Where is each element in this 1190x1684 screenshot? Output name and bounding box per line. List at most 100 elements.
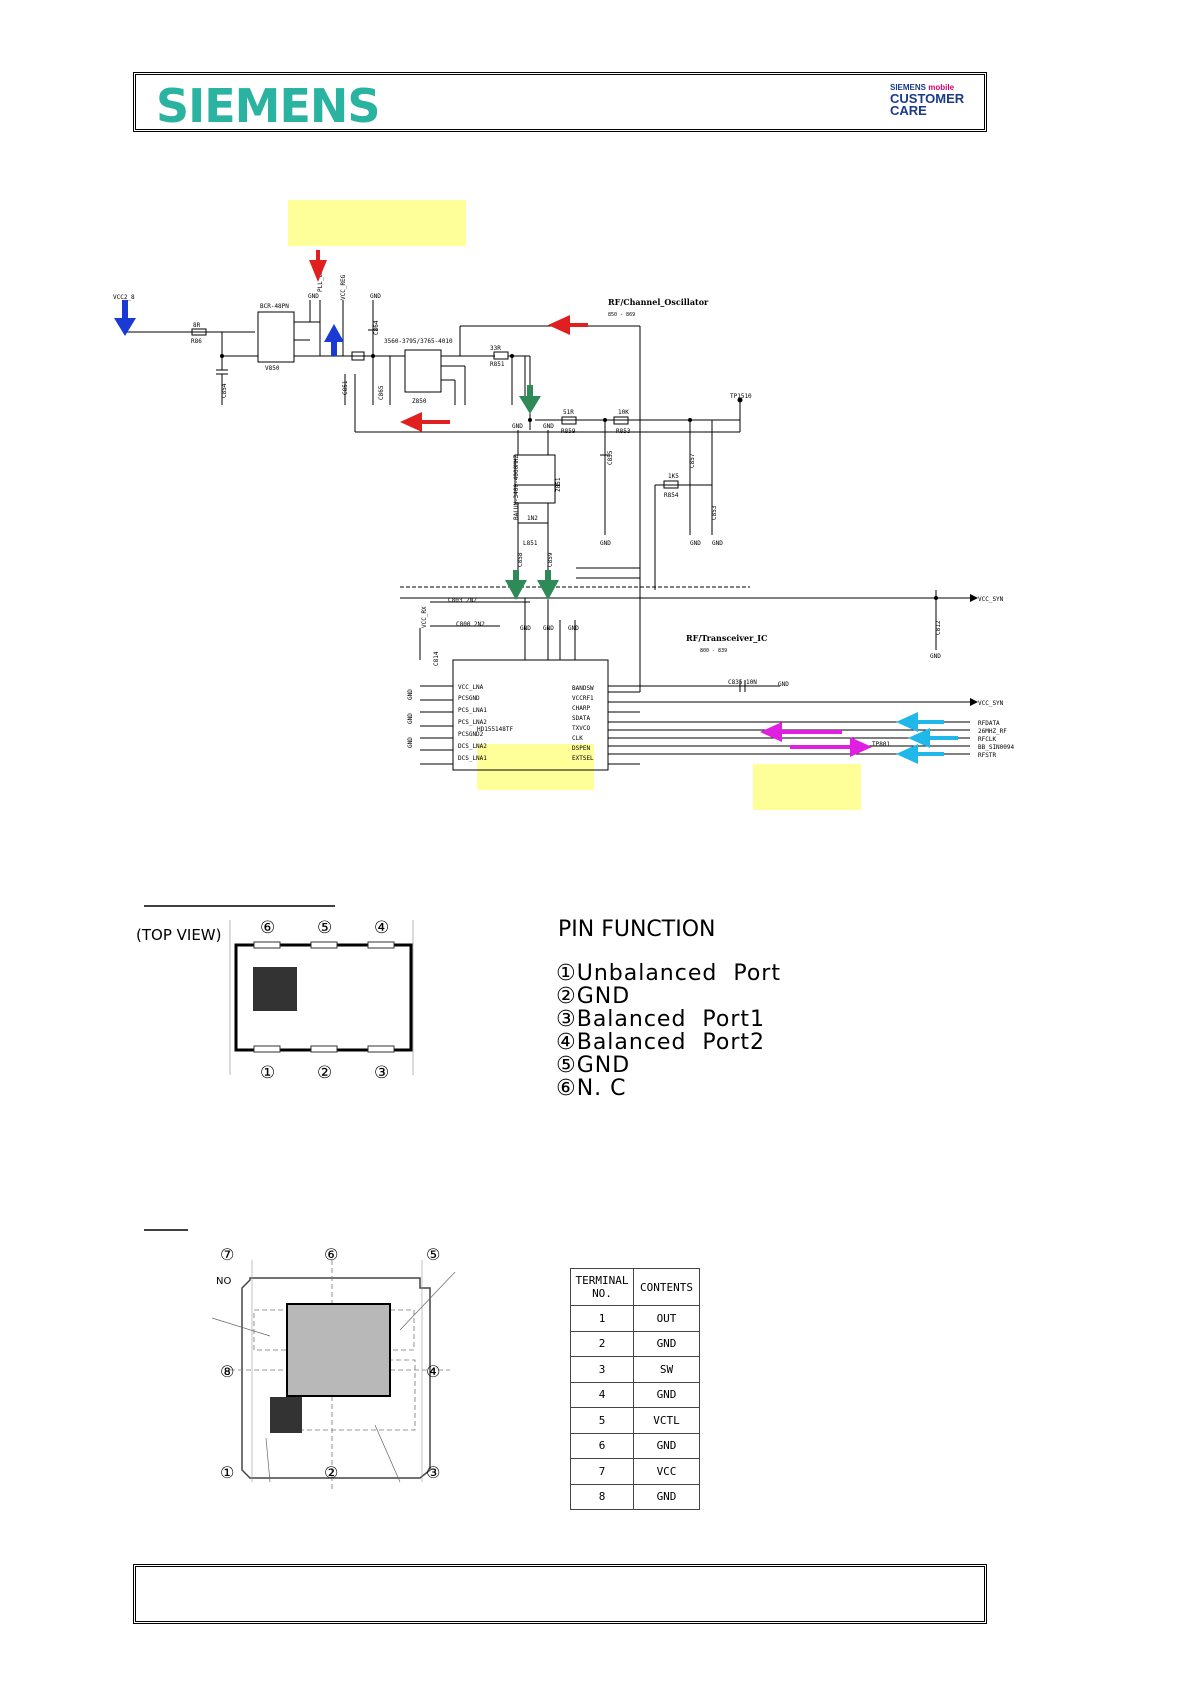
pin-4-label: ④ (374, 918, 389, 938)
svg-text:BALUN-3400-4000MHZ: BALUN-3400-4000MHZ (513, 455, 520, 520)
svg-text:Z850: Z850 (412, 398, 427, 405)
rf-schematic: RF/Channel_Oscillator 850 - 869 RF/Trans… (113, 250, 1015, 771)
svg-text:BCR-48PN: BCR-48PN (260, 303, 289, 310)
vco-pin-6: ⑥ (324, 1245, 338, 1264)
svg-text:VCC_SYN: VCC_SYN (978, 596, 1004, 603)
svg-text:33R: 33R (490, 345, 501, 352)
label-box-ic (477, 744, 594, 790)
svg-text:C803 2N2: C803 2N2 (448, 597, 477, 604)
svg-text:HD155148TF: HD155148TF (477, 726, 514, 733)
svg-text:RFCLK: RFCLK (978, 736, 996, 743)
svg-text:GND: GND (407, 689, 414, 700)
svg-text:3560-3795/3765-4010: 3560-3795/3765-4010 (384, 338, 453, 345)
svg-text:RFDATA: RFDATA (978, 720, 1000, 727)
svg-text:V850: V850 (265, 365, 280, 372)
svg-text:DCS_LNA1: DCS_LNA1 (458, 755, 487, 762)
svg-text:Z851: Z851 (555, 477, 562, 492)
red-arrow-return (400, 412, 450, 432)
svg-text:BB_SIN0094: BB_SIN0094 (978, 744, 1015, 751)
svg-text:RF/Transceiver_IC: RF/Transceiver_IC (686, 633, 767, 643)
svg-text:CHARP: CHARP (572, 705, 590, 712)
svg-text:C854: C854 (221, 383, 228, 398)
page-footer (133, 1564, 987, 1624)
label-box-signals (753, 764, 861, 810)
svg-text:R853: R853 (616, 428, 631, 435)
svg-text:PCSGND: PCSGND (458, 695, 480, 702)
pin-function-item: ⑤GND (556, 1053, 631, 1078)
blue-arrow-vcc-reg (324, 324, 344, 356)
pin-5-label: ⑤ (317, 918, 332, 938)
magenta-arrow-left (760, 722, 842, 742)
green-arrow-ic-1 (505, 570, 527, 600)
svg-text:EXTSEL: EXTSEL (572, 755, 594, 762)
vco-pin-4: ④ (426, 1362, 440, 1381)
svg-text:DCS_LNA2: DCS_LNA2 (458, 743, 487, 750)
svg-text:RFSTR: RFSTR (978, 752, 996, 759)
svg-text:VCC_REG: VCC_REG (340, 274, 347, 300)
svg-text:GND: GND (520, 625, 531, 632)
badge-line2: CARE (890, 103, 927, 118)
svg-text:VCC_LNA: VCC_LNA (458, 684, 484, 691)
pin-1-label: ① (260, 1063, 275, 1083)
pin-function-item: ②GND (556, 984, 631, 1009)
svg-text:PLL_ON: PLL_ON (317, 270, 324, 292)
pin1-marker (253, 967, 297, 1011)
svg-text:C851: C851 (342, 380, 349, 395)
vco-pin-5: ⑤ (426, 1245, 440, 1264)
svg-text:L851: L851 (523, 540, 538, 547)
page-header: SIEMENS SIEMENS mobile CUSTOMER CARE (133, 72, 987, 133)
vco-body (286, 1303, 391, 1397)
svg-text:TP1510: TP1510 (730, 393, 752, 400)
svg-text:10K: 10K (618, 409, 629, 416)
vco-pin-1: ① (220, 1463, 234, 1482)
svg-text:VCC_SYN: VCC_SYN (978, 700, 1004, 707)
vco-package-drawing: ⑦ ⑥ ⑤ ⑧ ④ ① ② ③ NO (144, 1229, 456, 1490)
badge-line1: CUSTOMER (890, 91, 965, 106)
svg-text:VCCRF1: VCCRF1 (572, 695, 594, 702)
svg-text:GND: GND (407, 737, 414, 748)
svg-text:GND: GND (543, 625, 554, 632)
label-box-top (288, 200, 466, 246)
svg-text:SDATA: SDATA (572, 715, 590, 722)
svg-text:VCC_RX: VCC_RX (421, 606, 428, 628)
svg-text:C857: C857 (689, 453, 696, 468)
red-arrow-feedback (548, 315, 588, 335)
svg-text:GND: GND (930, 653, 941, 660)
svg-text:RF/Channel_Oscillator: RF/Channel_Oscillator (608, 297, 709, 307)
svg-text:VCC2_8: VCC2_8 (113, 294, 135, 301)
header-contents: CONTENTS (633, 1268, 700, 1306)
pin-function-item: ③Balanced Port1 (556, 1007, 766, 1032)
pin-6-label: ⑥ (260, 918, 275, 938)
svg-text:BANDSW: BANDSW (572, 685, 594, 692)
badge-mobile: mobile (928, 83, 955, 92)
vco-no-label: NO (216, 1276, 231, 1287)
svg-text:C855: C855 (607, 450, 614, 465)
svg-text:26MHZ_RF: 26MHZ_RF (978, 728, 1007, 735)
svg-text:PCS_LNA1: PCS_LNA1 (458, 707, 487, 714)
svg-text:C864: C864 (373, 320, 380, 335)
green-arrow-balun (519, 385, 541, 414)
svg-text:C800 2N2: C800 2N2 (456, 621, 485, 628)
svg-text:R854: R854 (664, 492, 679, 499)
schematic-nodes (220, 354, 978, 706)
svg-text:GND: GND (370, 293, 381, 300)
svg-text:GND: GND (712, 540, 723, 547)
cyan-arrow-2 (908, 728, 958, 748)
customer-care-badge: SIEMENS mobile CUSTOMER CARE (890, 83, 972, 117)
svg-text:TXVCO: TXVCO (572, 725, 590, 732)
svg-text:R86: R86 (191, 338, 202, 345)
svg-text:PCSGND2: PCSGND2 (458, 731, 484, 738)
top-view-label: (TOP VIEW) (136, 926, 221, 944)
pin-function-item: ⑥N. C (556, 1076, 627, 1101)
vco-pin-7: ⑦ (220, 1245, 234, 1264)
svg-text:C853: C853 (711, 505, 718, 520)
vco-pin-8: ⑧ (220, 1362, 234, 1381)
